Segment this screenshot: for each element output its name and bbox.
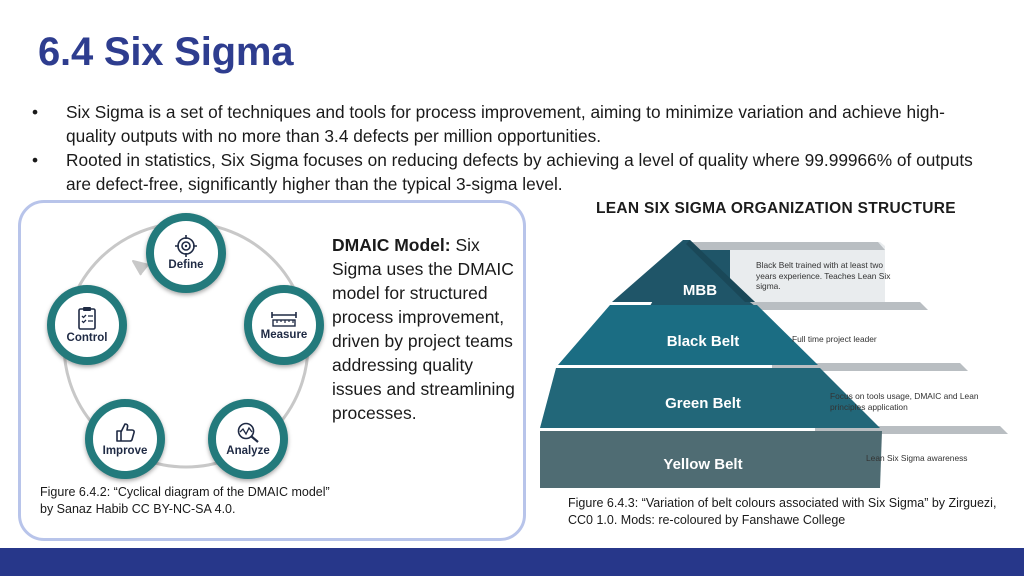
dmaic-step-measure: Measure	[244, 285, 324, 365]
pyramid-note-yellow-belt: Lean Six Sigma awareness	[866, 453, 968, 463]
dmaic-step-analyze: Analyze	[208, 399, 288, 479]
dmaic-step-label: Control	[66, 332, 108, 344]
pyramid-label-yellow-belt: Yellow Belt	[663, 456, 742, 473]
slide-title: 6.4 Six Sigma	[38, 30, 294, 74]
pyramid-figure-caption: Figure 6.4.3: “Variation of belt colours…	[568, 496, 997, 527]
pyramid-band-yellow-belt	[540, 431, 882, 488]
dmaic-panel: Define Measure Analyze Improve Control	[18, 200, 526, 541]
dmaic-body: Six Sigma uses the DMAIC model for struc…	[332, 235, 515, 423]
footer-bar	[0, 548, 1024, 576]
dmaic-heading: DMAIC Model:	[332, 235, 451, 255]
ruler-icon	[271, 312, 297, 327]
magnifier-chart-icon	[237, 422, 259, 443]
dmaic-step-label: Measure	[260, 329, 308, 341]
bullet-item: Six Sigma is a set of techniques and too…	[30, 100, 990, 148]
pyramid-note-mbb: Black Belt trained with at least two yea…	[756, 260, 891, 291]
pyramid-band-mbb	[612, 240, 755, 302]
pyramid-note-black-belt: Full time project leader	[792, 334, 877, 344]
pyramid-band-green-belt	[540, 368, 880, 428]
pyramid-title: LEAN SIX SIGMA ORGANIZATION STRUCTURE	[596, 200, 956, 217]
dmaic-step-label: Define	[168, 259, 204, 271]
dmaic-figure-caption: Figure 6.4.2: “Cyclical diagram of the D…	[40, 485, 330, 516]
dmaic-step-label: Analyze	[226, 445, 270, 457]
target-icon	[175, 235, 197, 257]
pyramid-label-mbb: MBB	[683, 282, 717, 299]
bullet-item: Rooted in statistics, Six Sigma focuses …	[30, 148, 990, 196]
bullet-list: Six Sigma is a set of techniques and too…	[30, 100, 990, 196]
pyramid-band-black-belt	[558, 305, 818, 365]
dmaic-step-control: Control	[47, 285, 127, 365]
dmaic-step-improve: Improve	[85, 399, 165, 479]
cycle-arrow-icon	[132, 260, 150, 276]
dmaic-step-label: Improve	[102, 445, 148, 457]
dmaic-description: DMAIC Model: Six Sigma uses the DMAIC mo…	[332, 233, 522, 425]
pyramid-label-green-belt: Green Belt	[665, 395, 741, 412]
belt-pyramid: MBB Black Belt Green Belt Yellow Belt Bl…	[540, 240, 1008, 488]
dmaic-step-define: Define	[146, 213, 226, 293]
thumbs-up-icon	[116, 423, 135, 442]
clipboard-icon	[78, 307, 96, 330]
pyramid-label-black-belt: Black Belt	[667, 333, 740, 350]
pyramid-note-green-belt: Focus on tools usage, DMAIC and Lean pri…	[830, 391, 979, 412]
